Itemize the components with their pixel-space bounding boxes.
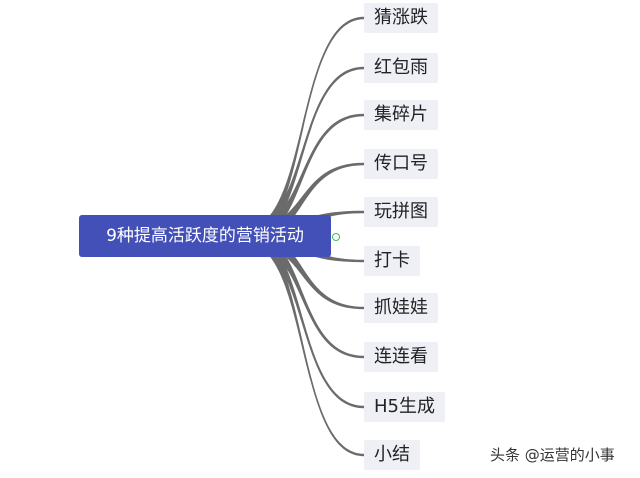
branch-topic-8[interactable]: 连连看 [364,342,438,372]
branch-link-1 [245,16,364,243]
branch-topic-3[interactable]: 集碎片 [364,100,438,130]
branch-topic-2[interactable]: 红包雨 [364,53,438,83]
root-topic[interactable]: 9种提高活跃度的营销活动 [79,215,331,257]
branch-topic-10[interactable]: 小结 [364,440,420,470]
branch-topic-1[interactable]: 猜涨跌 [364,3,438,33]
branch-topic-6[interactable]: 打卡 [364,246,420,276]
branch-topic-4[interactable]: 传口号 [364,149,438,179]
branch-link-10 [245,229,364,457]
branch-topic-5[interactable]: 玩拼图 [364,197,438,227]
collapse-toggle-icon[interactable] [332,233,340,241]
source-watermark: 头条 @运营的小事 [490,446,615,464]
branch-topic-7[interactable]: 抓娃娃 [364,293,438,323]
branch-topic-9[interactable]: H5生成 [364,392,445,422]
